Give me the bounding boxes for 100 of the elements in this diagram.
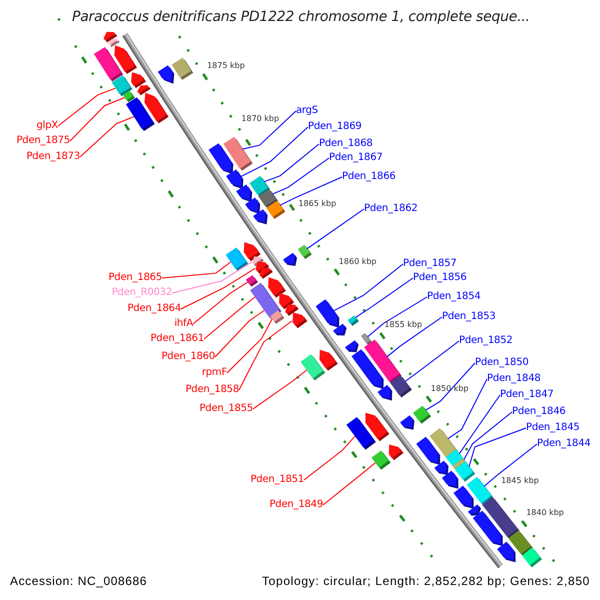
gene-block bbox=[412, 406, 432, 424]
gene-label: Pden_1864 bbox=[127, 303, 181, 315]
pointed-gene-block bbox=[345, 340, 359, 352]
gene-block bbox=[266, 200, 286, 219]
leader-line bbox=[280, 176, 342, 206]
pointed-gene-block bbox=[253, 209, 268, 224]
pointed-gene-block bbox=[388, 444, 404, 460]
leader-line bbox=[238, 320, 292, 390]
gene-block bbox=[172, 58, 194, 80]
leader-line bbox=[425, 362, 476, 411]
leader-line bbox=[240, 126, 308, 178]
scale-label: 1850 kbp bbox=[430, 384, 468, 394]
gene-label: Pden_1866 bbox=[342, 171, 396, 183]
pointed-gene-block bbox=[208, 143, 234, 174]
gene-block bbox=[372, 450, 391, 470]
leader-line bbox=[404, 340, 460, 382]
leader-line bbox=[458, 394, 500, 454]
leader-line bbox=[226, 318, 273, 374]
pointed-gene-block bbox=[497, 542, 516, 562]
gene-label: Pden_1855 bbox=[199, 403, 253, 415]
pointed-gene-block bbox=[292, 312, 308, 328]
leader-line bbox=[70, 97, 126, 142]
pointed-gene-block bbox=[442, 470, 458, 489]
gene-block bbox=[522, 547, 542, 568]
accession-text: Accession: NC_008686 bbox=[10, 574, 147, 589]
leader-line bbox=[386, 316, 442, 358]
pointed-gene-block bbox=[333, 324, 347, 336]
gene-label: ihfA bbox=[174, 318, 193, 330]
gene-label: Pden_1844 bbox=[537, 438, 591, 450]
gene-label: Pden_1854 bbox=[427, 291, 481, 303]
gene-label: Pden_1868 bbox=[319, 138, 373, 150]
gene-block bbox=[348, 316, 359, 326]
gene-block bbox=[94, 47, 124, 82]
gene-label: Pden_1848 bbox=[487, 373, 541, 385]
pointed-gene-block bbox=[236, 184, 252, 202]
gene-label: Pden_1862 bbox=[364, 203, 418, 215]
leader-line bbox=[180, 268, 256, 310]
gene-block bbox=[390, 375, 412, 398]
scale-label: 1865 kbp bbox=[298, 198, 336, 208]
leader-line bbox=[204, 296, 256, 340]
pointed-gene-block bbox=[454, 486, 474, 509]
gene-label: Pden_1869 bbox=[308, 121, 362, 133]
gene-block bbox=[126, 97, 155, 132]
pointed-gene-block bbox=[468, 504, 481, 516]
leader-line bbox=[58, 88, 116, 126]
map-title: Paracoccus denitrificans PD1222 chromosome 1, complete seque... bbox=[72, 8, 530, 26]
leader-line bbox=[264, 144, 320, 182]
leader-line bbox=[306, 208, 364, 250]
gene-block bbox=[300, 354, 326, 380]
gene-label: Pden_1875 bbox=[16, 135, 70, 147]
leader-line bbox=[242, 110, 296, 150]
gene-block bbox=[270, 310, 284, 324]
pointed-gene-block bbox=[260, 268, 273, 279]
gene-label: Pden_1856 bbox=[413, 272, 467, 284]
leader-line bbox=[304, 436, 356, 480]
gene-label: rpmF bbox=[202, 367, 227, 379]
leader-line bbox=[463, 412, 512, 460]
gene-label: Pden_1865 bbox=[108, 272, 162, 284]
gene-label: Pden_1873 bbox=[26, 151, 80, 163]
gene-label: Pden_1867 bbox=[329, 152, 383, 164]
gene-label: glpX bbox=[36, 120, 58, 132]
gene-block bbox=[346, 417, 376, 450]
pointed-gene-block bbox=[108, 38, 120, 48]
leader-line bbox=[192, 282, 248, 324]
leader-line bbox=[355, 278, 414, 318]
leader-line bbox=[322, 462, 376, 506]
scale-label: 1845 kbp bbox=[501, 476, 539, 486]
pointed-gene-block bbox=[226, 169, 244, 190]
gene-label: Pden_1845 bbox=[526, 422, 580, 434]
leader-line bbox=[172, 261, 252, 294]
pointed-gene-block bbox=[416, 436, 440, 465]
pointed-gene-block bbox=[472, 510, 503, 546]
leader-line bbox=[333, 264, 404, 312]
pointed-gene-block bbox=[137, 85, 151, 96]
gene-label: Pden_1847 bbox=[500, 389, 554, 401]
leader-line bbox=[468, 428, 526, 467]
leader-line bbox=[484, 444, 538, 487]
pointed-gene-block bbox=[283, 252, 297, 266]
gene-block bbox=[226, 248, 248, 272]
gene-label: Pden_1853 bbox=[442, 311, 496, 323]
pointed-gene-block bbox=[434, 460, 448, 475]
leader-line bbox=[272, 158, 330, 195]
gene-label: Pden_1846 bbox=[512, 406, 566, 418]
leader-line bbox=[80, 116, 134, 158]
leader-line bbox=[448, 378, 488, 440]
scale-label: 1870 kbp bbox=[241, 114, 280, 124]
gene-label: Pden_1849 bbox=[269, 499, 323, 511]
gene-label: Pden_1852 bbox=[459, 335, 513, 347]
scale-label: 1860 kbp bbox=[338, 256, 376, 266]
gene-label: Pden_1860 bbox=[161, 351, 215, 363]
leader-line bbox=[214, 310, 265, 358]
gene-block bbox=[246, 275, 258, 287]
leader-line bbox=[162, 262, 232, 278]
gene-label: Pden_1861 bbox=[150, 333, 204, 345]
gene-block bbox=[298, 244, 312, 260]
gene-label: Pden_1851 bbox=[250, 474, 304, 486]
pointed-gene-block bbox=[158, 65, 174, 84]
pointed-gene-block bbox=[400, 415, 414, 430]
pointed-gene-block bbox=[352, 349, 384, 390]
gene-label: Pden_1858 bbox=[185, 384, 239, 396]
